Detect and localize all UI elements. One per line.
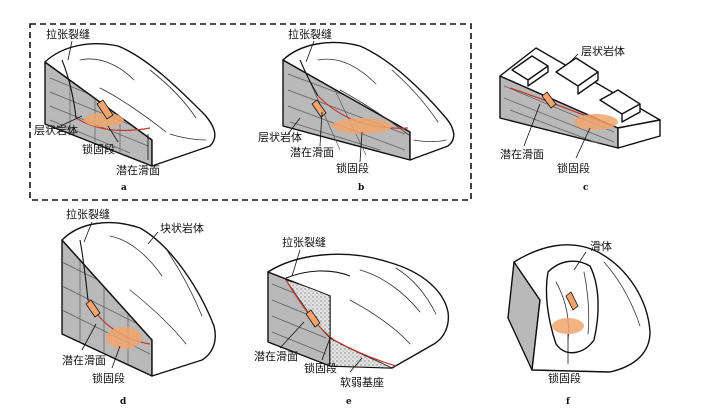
panel-a-slip-surface <box>75 117 151 131</box>
panel-e-letter: e <box>346 397 352 407</box>
panel-b-rock-wedge <box>311 99 327 118</box>
panel-f-slide-body-label: 滑体 <box>590 239 612 253</box>
panel-c-locking-segment-label: 锁固段 <box>557 161 590 175</box>
panel-d: 拉张裂缝 块状岩体 潜在滑面 锁固段 d <box>61 207 216 407</box>
panel-a-rock-wedge <box>96 99 114 120</box>
panel-e-soft-base-label: 软弱基座 <box>340 375 384 389</box>
panel-b-letter: b <box>358 183 364 193</box>
dashed-group-frame <box>29 23 472 201</box>
panel-f-locking-segment-label: 锁固段 <box>548 371 581 385</box>
panel-b-layered-rock-label: 层状岩体 <box>258 130 302 144</box>
panel-e-slope-top <box>267 253 450 369</box>
panel-e: 拉张裂缝 潜在滑面 锁固段 软弱基座 e <box>254 235 450 407</box>
panel-c-rock-wedge <box>541 91 557 109</box>
panel-e-slip-surface <box>285 279 397 367</box>
panel-c-layered-rock-label: 层状岩体 <box>581 44 625 58</box>
panel-c-step-block-3 <box>599 89 641 123</box>
panel-a-slope-top <box>44 43 216 167</box>
panel-e-potential-slip-label: 潜在滑面 <box>254 349 298 363</box>
panel-c-end-face <box>617 119 661 149</box>
panel-f: 滑体 锁固段 f <box>507 239 651 407</box>
panel-d-slope-top <box>61 222 216 377</box>
panel-a-locking-zone <box>84 113 124 127</box>
panel-a: 拉张裂缝 层状岩体 锁固段 潜在滑面 a <box>34 27 216 193</box>
panel-d-potential-slip-label: 潜在滑面 <box>62 353 106 367</box>
panel-c-potential-slip-label: 潜在滑面 <box>500 147 544 161</box>
panel-b-locking-segment-label: 锁固段 <box>336 161 369 175</box>
panel-d-locking-segment-label: 锁固段 <box>92 371 125 385</box>
panel-a-potential-slip-label: 潜在滑面 <box>116 163 160 177</box>
panel-b-slope-top <box>282 41 455 161</box>
panel-c: 层状岩体 潜在滑面 锁固段 c <box>499 44 661 193</box>
panel-b-potential-slip-label: 潜在滑面 <box>290 145 334 159</box>
panel-e-locking-segment-label: 锁固段 <box>304 361 337 375</box>
panel-c-step-block-1 <box>511 55 549 87</box>
panel-c-letter: c <box>583 183 589 193</box>
panel-a-tension-crack-line <box>61 59 77 119</box>
panel-a-letter: a <box>121 183 127 193</box>
panel-a-tension-crack-label: 拉张裂缝 <box>46 27 90 41</box>
panel-e-rock-wedge <box>305 309 321 328</box>
panel-b: 拉张裂缝 层状岩体 潜在滑面 锁固段 b <box>258 27 455 193</box>
panel-a-layered-rock-label: 层状岩体 <box>34 123 78 137</box>
panel-d-tension-crack-label: 拉张裂缝 <box>66 207 110 221</box>
panel-f-letter: f <box>566 397 571 407</box>
panel-d-letter: d <box>120 397 127 407</box>
panel-e-tension-crack-label: 拉张裂缝 <box>282 235 326 249</box>
panel-b-tension-crack-label: 拉张裂缝 <box>288 27 332 41</box>
panel-d-tension-crack-line <box>79 239 89 301</box>
panel-b-tension-crack-line <box>299 59 319 97</box>
panel-e-tension-crack-line <box>285 270 351 279</box>
panel-f-locking-zone <box>552 318 584 334</box>
panel-f-rock-wedge <box>565 291 579 311</box>
panel-c-locking-zone <box>574 114 618 130</box>
panel-d-blocky-rock-label: 块状岩体 <box>160 221 204 235</box>
panel-d-locking-zone <box>106 327 142 349</box>
panel-a-locking-segment-label: 锁固段 <box>82 142 115 156</box>
panel-b-locking-zone <box>332 118 392 134</box>
panel-d-rock-wedge <box>85 299 101 318</box>
